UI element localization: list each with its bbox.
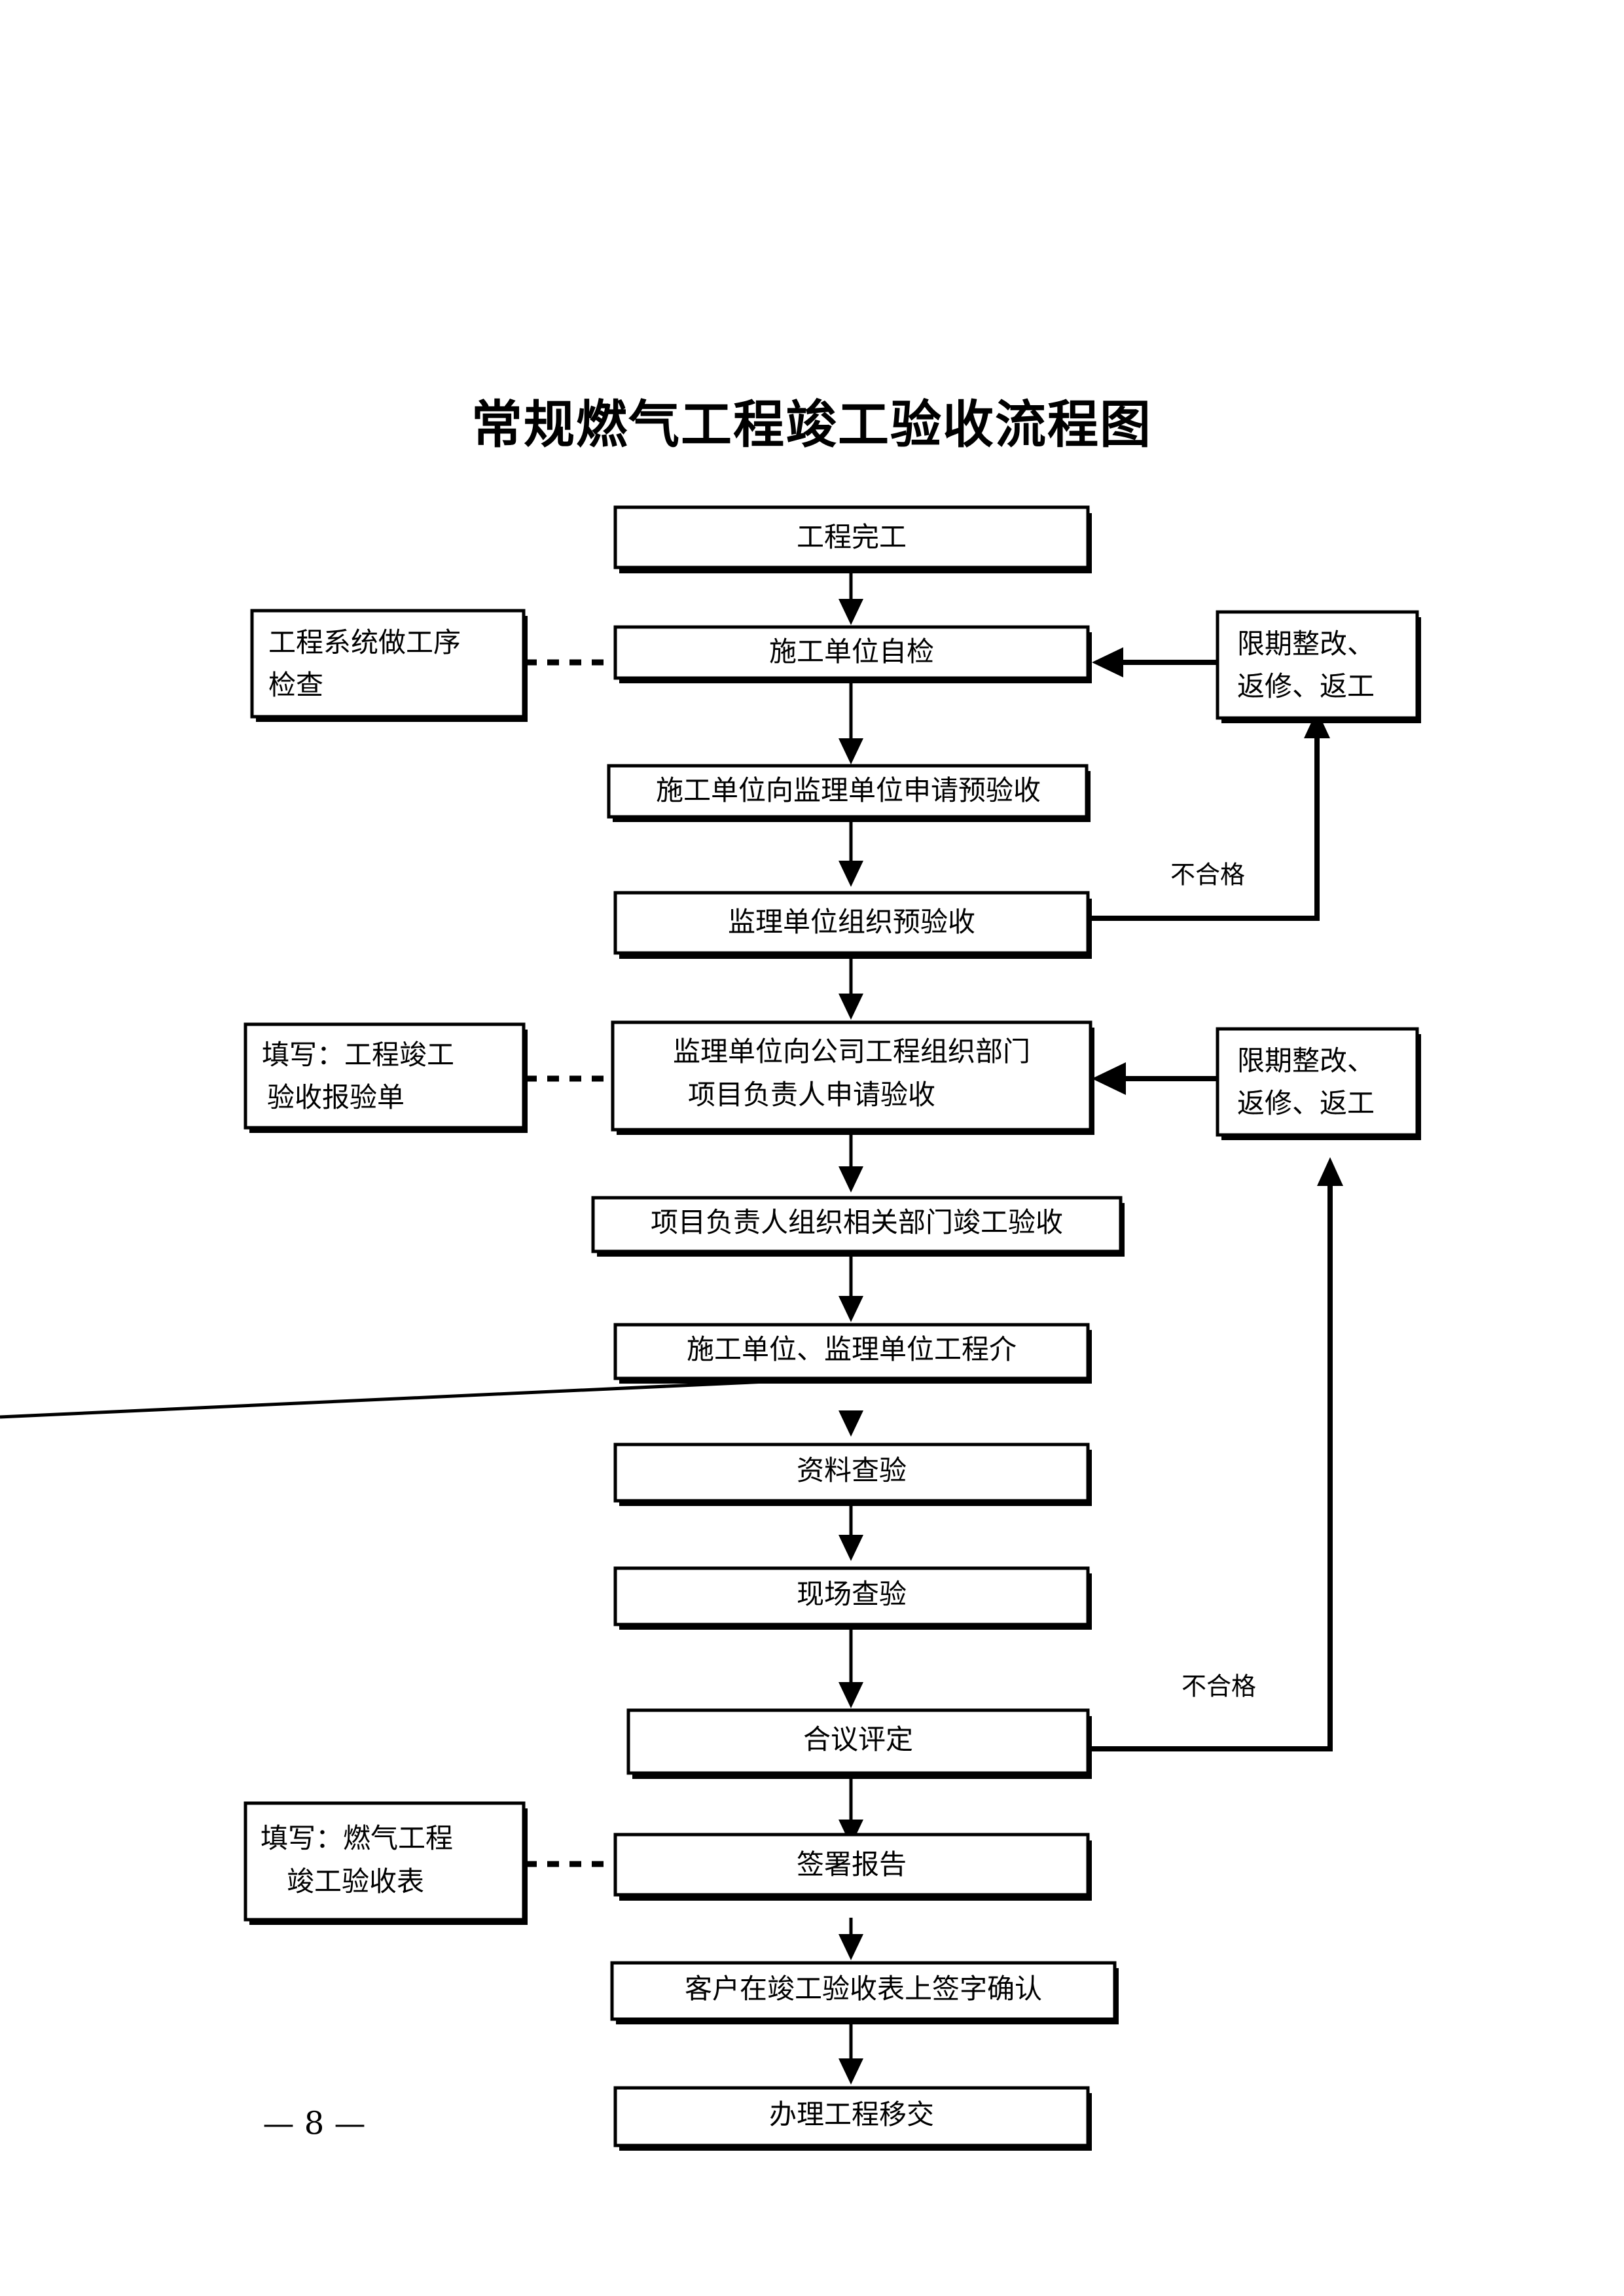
node-n8-label: 资料查验 [797,1454,907,1486]
edge-n10-r2-fail [1092,1157,1343,1751]
rework-r2-rectification[interactable]: 限期整改、 返修、返工 [1216,1027,1421,1140]
node-n1-label: 工程完工 [797,521,907,553]
note-l3-line1: 填写：燃气工程 [261,1822,453,1854]
node-n13-project-handover[interactable]: 办理工程移交 [613,2086,1092,2151]
node-n8-document-review[interactable]: 资料查验 [613,1443,1092,1506]
node-n4-supervisor-pre-acceptance[interactable]: 监理单位组织预验收 [613,891,1092,959]
node-n7-label: 施工单位、监理单位工程介 [687,1333,1017,1365]
edge-n9-n10 [839,1624,863,1708]
edge-n4-n5 [839,957,863,1020]
page-number: — 8 — [262,2106,365,2142]
note-l1-process-inspection[interactable]: 工程系统做工序 检查 [250,609,528,722]
node-n13-label: 办理工程移交 [769,2098,934,2130]
node-n3-label: 施工单位向监理单位申请预验收 [656,774,1041,806]
node-n5-label-line1: 监理单位向公司工程组织部门 [673,1035,1030,1067]
edge-n10-n11 [839,1777,863,1846]
edge-n6-n7 [839,1255,863,1322]
node-n12-customer-signature[interactable]: 客户在竣工验收表上签字确认 [610,1961,1119,2024]
node-n2-contractor-self-inspection[interactable]: 施工单位自检 [613,625,1092,683]
edge-n2-n3 [839,677,863,764]
edge-n7-n8 [0,1376,863,1437]
rework-r2-line2: 返修、返工 [1237,1087,1375,1119]
rework-r1-line1: 限期整改、 [1237,628,1375,660]
edge-n1-n2 [839,569,863,625]
edge-label-fail-upper: 不合格 [1170,861,1245,889]
node-n4-label: 监理单位组织预验收 [728,906,975,938]
edge-n11-n12 [839,1918,863,1960]
edge-r1-n2-rework [1092,647,1216,677]
node-n1-project-complete[interactable]: 工程完工 [613,505,1092,573]
rework-r1-rectification[interactable]: 限期整改、 返修、返工 [1216,610,1421,723]
note-l2-line2: 验收报验单 [267,1081,405,1113]
node-n5-supervisor-apply-acceptance[interactable]: 监理单位向公司工程组织部门 项目负责人申请验收 [611,1020,1094,1135]
edge-n4-r1-fail [1090,710,1330,921]
node-n3-apply-pre-acceptance[interactable]: 施工单位向监理单位申请预验收 [607,764,1091,822]
edge-n3-n4 [839,817,863,887]
edge-r2-n5-rework [1092,1062,1216,1095]
edge-n5-n6 [839,1132,863,1193]
node-n11-sign-report[interactable]: 签署报告 [613,1833,1092,1901]
node-n2-label: 施工单位自检 [769,636,934,668]
node-n9-site-inspection[interactable]: 现场查验 [613,1566,1092,1630]
node-n5-label-line2: 项目负责人申请验收 [688,1079,935,1111]
node-n10-joint-evaluation[interactable]: 合议评定 [626,1708,1092,1779]
page-title: 常规燃气工程竣工验收流程图 [471,395,1152,455]
edge-n8-n9 [839,1502,863,1561]
node-n10-label: 合议评定 [803,1723,913,1755]
connector-layer [0,569,1343,2085]
node-n6-label: 项目负责人组织相关部门竣工验收 [651,1206,1063,1238]
note-l3-line2: 竣工验收表 [287,1865,424,1897]
note-l1-line2: 检查 [268,669,323,701]
node-n12-label: 客户在竣工验收表上签字确认 [685,1973,1042,2005]
note-l2-acceptance-form[interactable]: 填写：工程竣工 验收报验单 [244,1022,528,1133]
note-l1-line1: 工程系统做工序 [268,626,461,658]
edge-n12-n13 [839,2019,863,2085]
node-n9-label: 现场查验 [797,1578,907,1610]
node-n6-pm-organize-final-acceptance[interactable]: 项目负责人组织相关部门竣工验收 [591,1196,1125,1257]
note-l2-line1: 填写：工程竣工 [262,1039,454,1071]
edge-label-fail-lower: 不合格 [1182,1672,1256,1701]
node-n7-project-introduction[interactable]: 施工单位、监理单位工程介 [613,1323,1092,1384]
rework-r1-line2: 返修、返工 [1237,670,1375,702]
rework-r2-line1: 限期整改、 [1237,1045,1375,1077]
note-l3-gas-acceptance-form[interactable]: 填写：燃气工程 竣工验收表 [244,1801,528,1925]
node-n11-label: 签署报告 [797,1848,907,1880]
